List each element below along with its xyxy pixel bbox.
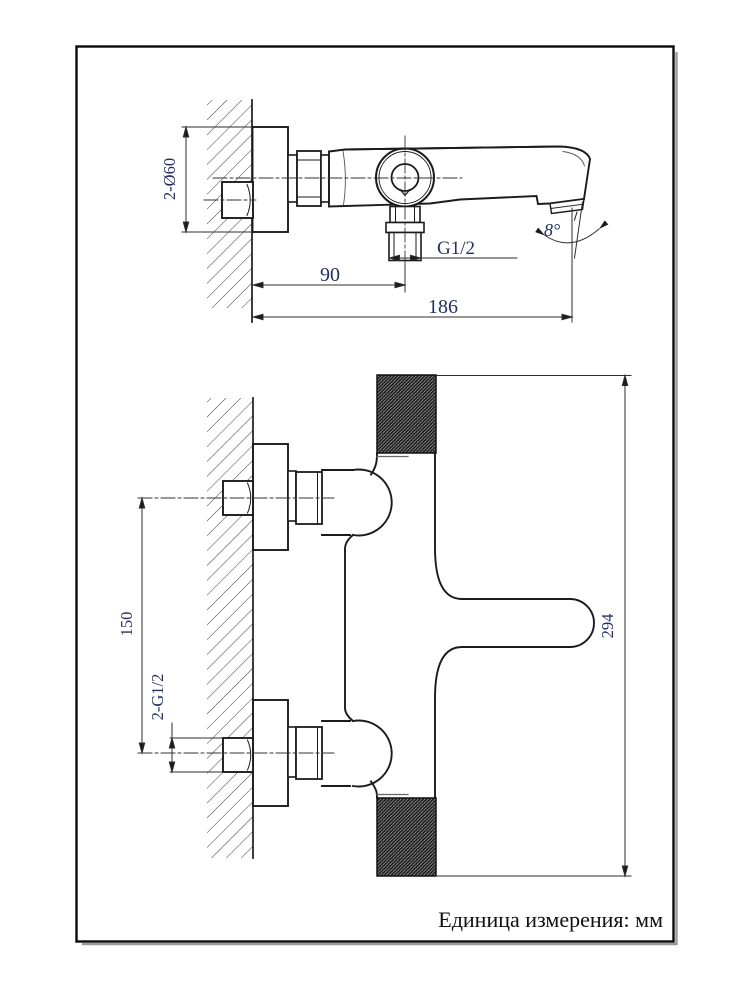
dim-90-label: 90 <box>320 264 340 286</box>
connector-nut <box>287 150 330 207</box>
dim-outlet-thread-label: G1/2 <box>437 238 475 259</box>
dim-inlet-thread <box>168 722 223 773</box>
aerator <box>549 198 585 221</box>
dim-186-label: 186 <box>428 296 458 318</box>
body-top-edge <box>344 145 561 151</box>
front-view-centerlines <box>137 497 335 754</box>
knurled-handle-top <box>376 374 437 458</box>
faucet-body-spout <box>328 145 591 208</box>
escutcheon-plate <box>251 126 289 233</box>
spout-angle-label: 8° <box>544 220 560 240</box>
spout-inner-corner <box>562 150 586 167</box>
dim-escutcheon <box>181 126 253 233</box>
escutcheon-top <box>252 443 289 551</box>
dim-inlet-spacing-label: 150 <box>117 612 136 637</box>
dim-escutcheon-label: 2-Ø60 <box>160 158 179 200</box>
side-view: 2-Ø60 90 186 G1/2 <box>160 99 609 323</box>
inlet-fitting-bottom <box>222 737 254 773</box>
connector-nut-top <box>287 470 323 525</box>
side-view-centerlines <box>203 135 463 293</box>
dim-inlet-thread-label: 2-G1/2 <box>148 674 167 721</box>
dim-186 <box>252 207 573 323</box>
dim-inlet-spacing <box>138 497 146 754</box>
spout-angle-annotation <box>535 201 609 259</box>
dim-overall-height-label: 294 <box>598 614 617 639</box>
units-note: Единица измерения: мм <box>438 907 663 932</box>
dim-overall-height <box>435 375 632 877</box>
knurled-handle-bottom <box>376 793 437 877</box>
mixer-body-outline <box>321 452 595 799</box>
front-view-wall <box>207 397 254 859</box>
front-view: 150 2-G1/2 294 <box>117 374 632 877</box>
